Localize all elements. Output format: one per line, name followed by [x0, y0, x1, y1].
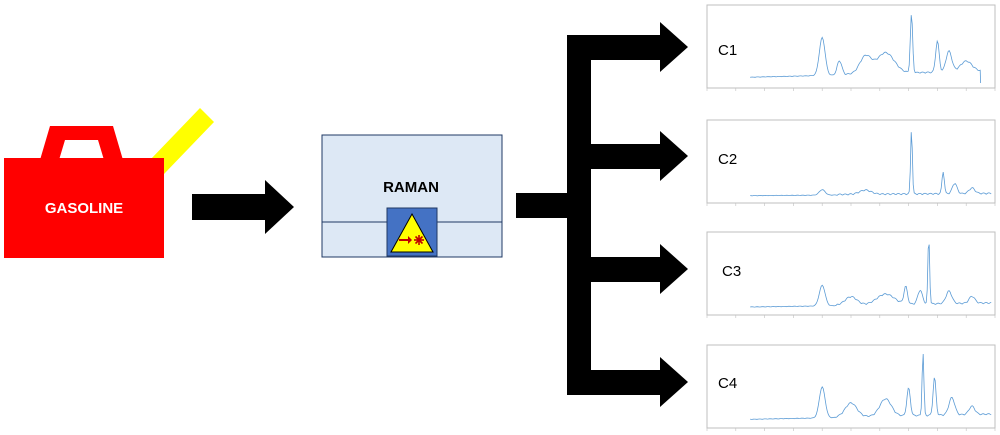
gasoline-can: GASOLINE — [4, 108, 214, 258]
spectrum-line — [750, 353, 992, 420]
spectrum-frame — [706, 119, 996, 204]
gasoline-handle — [40, 126, 123, 160]
laser-warning-icon — [386, 207, 438, 257]
spectrum-line — [750, 15, 981, 84]
arrow-to-c1 — [567, 22, 688, 72]
arrow-stem — [516, 193, 568, 218]
spectrum-label: C4 — [718, 375, 737, 392]
spectrum-label: C1 — [718, 42, 737, 59]
arrow-to-c3 — [567, 244, 688, 294]
spectrum-panel-c3: C3 — [706, 231, 996, 318]
gasoline-label: GASOLINE — [45, 200, 123, 217]
arrow-to-c4 — [567, 357, 688, 407]
branch-arrows — [516, 22, 688, 407]
spectrum-frame — [706, 344, 996, 429]
spectrum-panel-c1: C1 — [706, 4, 996, 91]
arrow-to-raman — [192, 180, 294, 234]
gasoline-spout — [150, 108, 214, 174]
spectrum-frame — [706, 4, 996, 89]
spectrum-panel-c2: C2 — [706, 119, 996, 206]
spectrum-label: C3 — [722, 263, 741, 280]
arrow-to-c2 — [567, 131, 688, 181]
spectrum-line — [750, 132, 992, 197]
spectrum-line — [750, 244, 992, 308]
gasoline-body — [4, 158, 164, 258]
raman-label: RAMAN — [383, 179, 439, 196]
arrow-trunk — [567, 35, 591, 395]
spectrum-frame — [706, 231, 996, 316]
spectrum-label: C2 — [718, 151, 737, 168]
spectrum-panel-c4: C4 — [706, 344, 996, 431]
raman-instrument: RAMAN — [321, 134, 503, 258]
